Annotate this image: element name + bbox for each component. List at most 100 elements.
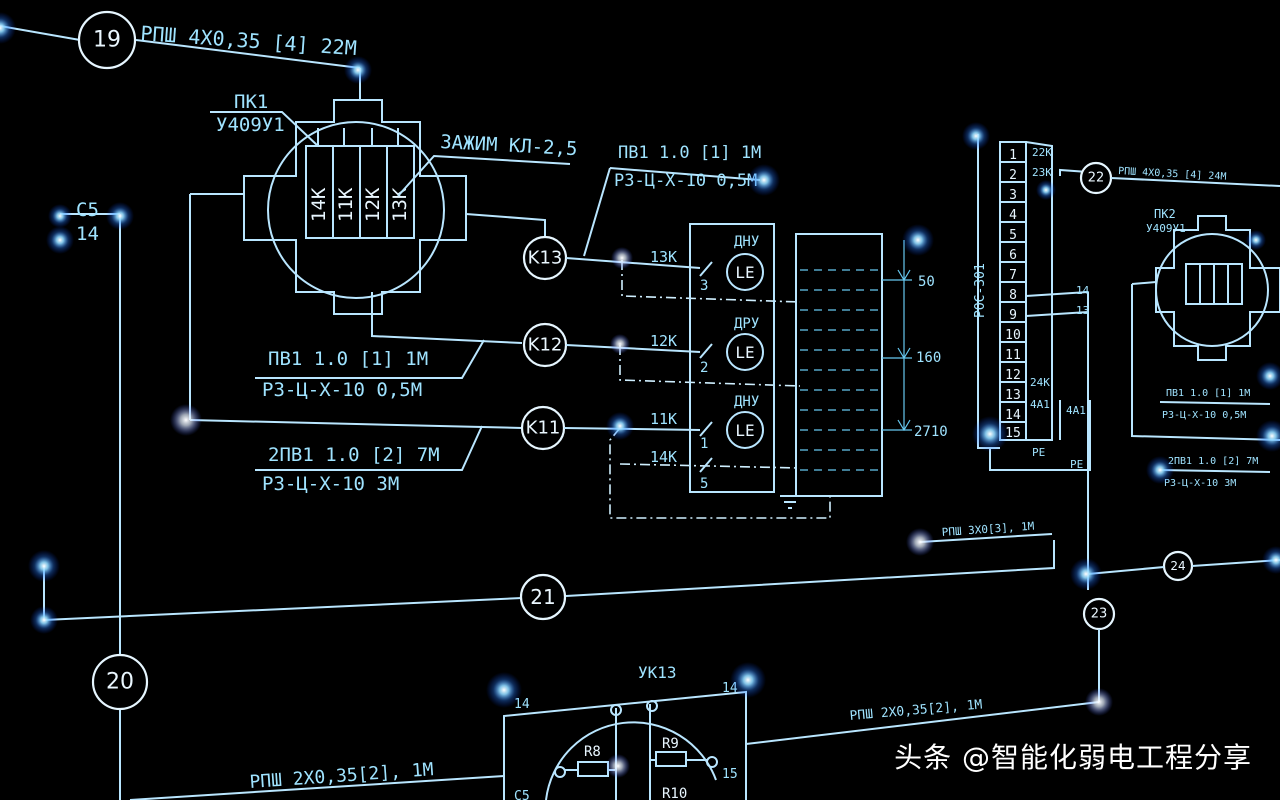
ros-terminal-numbers: 1 2 3 4 5 6 7 8 9 10 11 12 13 14 15 (1005, 148, 1021, 441)
bubble-k13: K13 (522, 235, 568, 281)
svg-text:2: 2 (1009, 168, 1017, 183)
signal-lines (563, 257, 831, 519)
svg-text:12: 12 (1005, 368, 1021, 383)
tank (780, 233, 912, 509)
bubble-k12: K12 (522, 322, 568, 368)
pk2-label: ПК2 (1154, 207, 1176, 221)
bubble-23: 23 (1082, 597, 1116, 631)
pk1-terminal-3: 12K (362, 187, 384, 222)
pv1-mid-label: ПВ1 1.0 [1] 1M (268, 348, 428, 370)
pk1-terminal-1: 14K (308, 187, 330, 222)
svg-text:8: 8 (1009, 288, 1017, 303)
svg-text:K13: K13 (528, 248, 563, 269)
svg-text:20: 20 (106, 670, 134, 695)
n3-label: 3 (700, 278, 708, 294)
svg-text:10: 10 (1005, 328, 1021, 343)
c5-label: C5 (76, 199, 99, 221)
pv1-top-label: ПВ1 1.0 [1] 1M (618, 143, 761, 163)
n15-label: 15 (722, 767, 738, 782)
level-160: 160 (916, 350, 941, 366)
sensor-block (689, 223, 775, 493)
svg-text:21: 21 (530, 585, 555, 609)
t11k-label: 11K (650, 410, 677, 428)
rpsh-bot-right-label: РПШ 2X0,35[2], 1M (849, 697, 983, 724)
le3-label: LE (735, 421, 754, 440)
pk1-model: У409У1 (216, 114, 285, 136)
n2-label: 2 (700, 360, 708, 376)
rz-top-label: РЗ-Ц-Х-10 0,5M (614, 171, 757, 191)
r9-label: R9 (662, 736, 679, 752)
watermark: 头条 @智能化弱电工程分享 (894, 736, 1252, 776)
n5-label: 5 (700, 476, 708, 492)
pv-right1-label: ПВ1 1.0 [1] 1M (1166, 388, 1250, 399)
r8-label: R8 (584, 744, 601, 760)
watermark-source: 头条 (894, 741, 953, 774)
c23-label: 23K (1032, 166, 1052, 179)
n1-label: 1 (700, 436, 708, 452)
svg-text:1: 1 (1009, 148, 1017, 163)
junction-box-pk2 (1131, 215, 1280, 441)
n14-left-label: 14 (76, 223, 99, 245)
t12k-label: 12K (650, 332, 677, 350)
pk1-terminal-4: 13K (389, 187, 411, 222)
svg-text:11: 11 (1005, 348, 1021, 363)
svg-text:4: 4 (1009, 208, 1017, 223)
rz-right1-label: РЗ-Ц-Х-10 0,5M (1162, 410, 1246, 421)
svg-text:K11: K11 (526, 418, 561, 439)
svg-text:22: 22 (1088, 171, 1105, 186)
c13a-label: 13 (1076, 304, 1089, 317)
svg-text:5: 5 (1009, 228, 1017, 243)
level-50: 50 (918, 274, 935, 290)
pv-right2-label: 2ПВ1 1.0 [2] 7M (1168, 456, 1258, 467)
bubble-24: 24 (1162, 550, 1194, 582)
r10-label: R10 (662, 786, 687, 800)
rz-bot-label: РЗ-Ц-Х-10 3M (262, 473, 399, 495)
bubble-21: 21 (519, 573, 567, 621)
rz-mid-label: РЗ-Ц-Х-10 0,5M (262, 379, 422, 401)
rpsh-bot-left-label: РПШ 2X0,35[2], 1M (249, 759, 434, 793)
c5b-label: C5 (514, 789, 530, 800)
ros-terminal-strip (977, 134, 1091, 590)
c22-label: 22K (1032, 146, 1052, 159)
svg-text:9: 9 (1009, 308, 1017, 323)
pk1-label: ПК1 (234, 91, 268, 113)
svg-text:K12: K12 (528, 335, 563, 356)
glow-nodes (0, 12, 1280, 778)
bubble-19: 19 (77, 10, 137, 70)
uk13-label: УК13 (638, 663, 677, 682)
pk2-model: У409У1 (1146, 222, 1186, 235)
dnu2-label: ДНУ (734, 394, 759, 410)
svg-text:23: 23 (1091, 607, 1108, 622)
c4a2-label: 4A1 (1066, 404, 1086, 417)
junction-box-pk1 (243, 99, 467, 315)
svg-text:24: 24 (1170, 559, 1185, 573)
level-2710: 2710 (914, 424, 948, 440)
c14a-label: 14 (1076, 284, 1090, 297)
svg-text:3: 3 (1009, 188, 1017, 203)
svg-text:13: 13 (1005, 388, 1021, 403)
bubble-k11: K11 (520, 405, 566, 451)
zazhim-label: ЗАЖИМ КЛ-2,5 (440, 131, 578, 160)
c4a1-label: 4A1 (1030, 398, 1050, 411)
svg-text:19: 19 (93, 28, 121, 53)
dru-label: ДРУ (734, 316, 759, 332)
svg-text:14: 14 (1005, 408, 1021, 423)
pe1-label: PE (1032, 446, 1045, 459)
dnu1-label: ДНУ (734, 234, 759, 250)
c24k-label: 24K (1030, 376, 1050, 389)
pk1-terminal-2: 11K (335, 187, 357, 222)
watermark-handle: @智能化弱电工程分享 (961, 741, 1252, 774)
junction-box-uk13 (129, 690, 1100, 800)
le2-label: LE (735, 343, 754, 362)
t14k2-label: 14K (650, 448, 677, 466)
rz-right2-label: РЗ-Ц-Х-10 3M (1164, 478, 1236, 489)
pe2-label: PE (1070, 458, 1083, 471)
bubble-20: 20 (91, 653, 149, 711)
le1-label: LE (735, 263, 754, 282)
ros-label: РОС-301 (973, 263, 988, 318)
svg-text:7: 7 (1009, 268, 1017, 283)
bubble-22: 22 (1079, 161, 1113, 195)
t13k-label: 13K (650, 248, 677, 266)
